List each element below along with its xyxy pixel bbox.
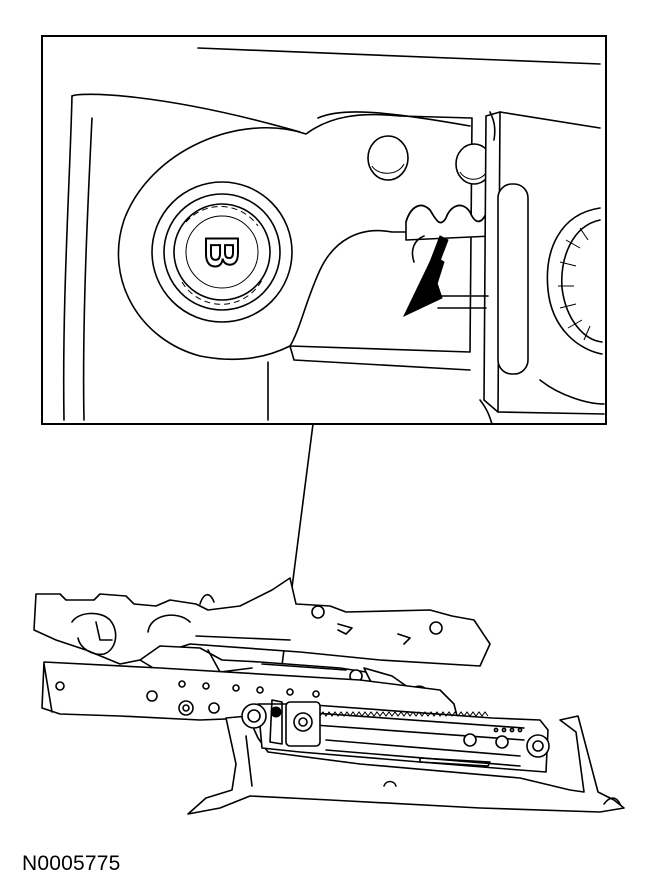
adjuster-gearbox bbox=[241, 699, 321, 747]
seat-riser bbox=[187, 715, 625, 815]
recliner-gear bbox=[539, 207, 605, 405]
detail-inset: B bbox=[41, 35, 607, 425]
pivot-bolt: B bbox=[151, 181, 293, 323]
seat-track-assembly bbox=[33, 577, 625, 815]
upper-frame bbox=[33, 577, 491, 667]
bolt-marking: B bbox=[196, 235, 248, 268]
arrow-icon bbox=[402, 235, 449, 318]
side-bracket bbox=[437, 111, 605, 415]
trim-panel bbox=[62, 47, 601, 425]
adjuster-rack bbox=[257, 703, 550, 773]
detail-point bbox=[270, 706, 282, 718]
figure-id-label: N0005775 bbox=[22, 852, 121, 875]
lower-rail bbox=[41, 661, 459, 723]
plate-holes bbox=[367, 135, 493, 185]
latch-teeth bbox=[405, 199, 493, 241]
